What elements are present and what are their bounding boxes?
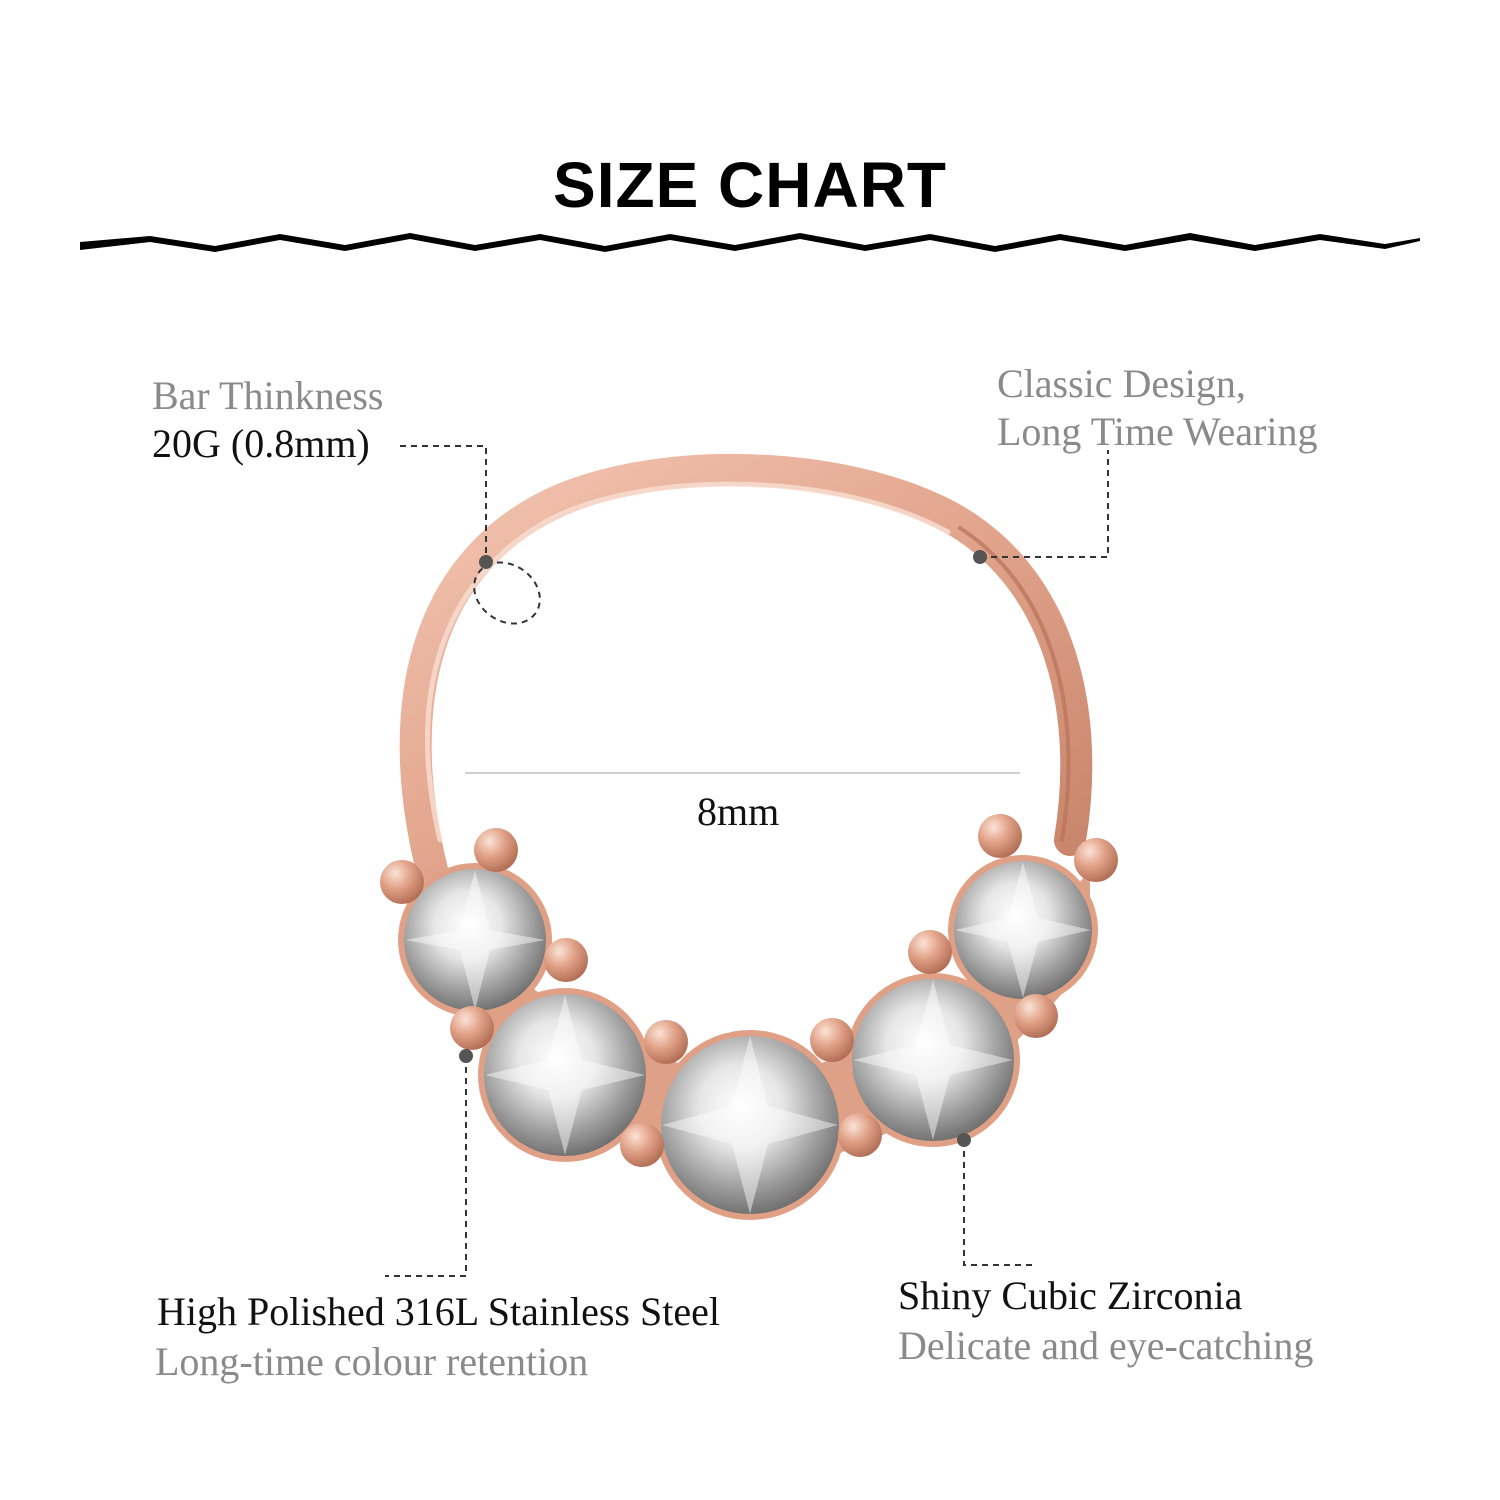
callout-design — [980, 450, 1109, 558]
callout-bar-thickness — [400, 445, 541, 625]
callout-material — [385, 1056, 467, 1277]
stones-heading: Shiny Cubic Zirconia — [898, 1273, 1243, 1318]
design-line-1: Classic Design, — [997, 361, 1246, 406]
callout-dot-stones — [957, 1133, 971, 1147]
bar-thickness-heading: Bar Thinkness — [152, 373, 384, 418]
design-line-2: Long Time Wearing — [997, 409, 1318, 454]
material-heading: High Polished 316L Stainless Steel — [157, 1289, 720, 1334]
stones-detail: Delicate and eye-catching — [898, 1323, 1314, 1368]
stone-2 — [478, 988, 652, 1162]
stone-3 — [655, 1030, 845, 1220]
diameter-label: 8mm — [697, 789, 780, 834]
wavy-divider — [80, 233, 1420, 252]
prong-beads — [380, 814, 1118, 1167]
callout-dot-bar-thickness — [479, 555, 493, 569]
page-title: SIZE CHART — [553, 149, 947, 221]
bar-thickness-value: 20G (0.8mm) — [152, 421, 370, 466]
material-detail: Long-time colour retention — [155, 1339, 589, 1384]
ring-highlight — [425, 481, 951, 843]
stone-1 — [398, 863, 552, 1017]
callout-dot-material — [459, 1049, 473, 1063]
stone-4 — [846, 973, 1020, 1147]
callout-dot-design — [973, 550, 987, 564]
callout-stones — [963, 1140, 1035, 1266]
ring-band — [399, 454, 1093, 886]
stone-cluster — [380, 814, 1118, 1220]
stone-5 — [948, 855, 1098, 1005]
